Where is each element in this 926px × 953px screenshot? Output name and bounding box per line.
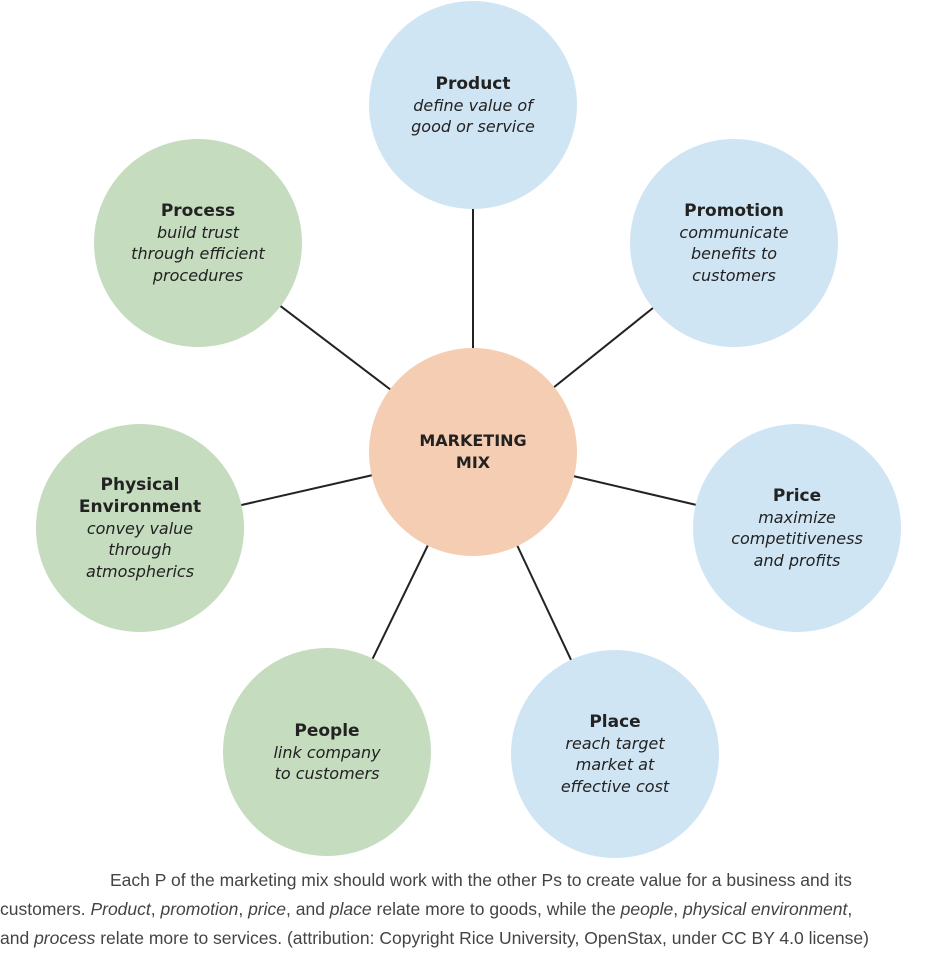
caption-term-product: Product	[90, 899, 151, 919]
connector-process	[279, 304, 392, 391]
caption-text: , and	[286, 899, 330, 919]
node-title: Price	[772, 485, 822, 506]
connector-physical-environment	[240, 473, 373, 507]
caption-text: ,	[238, 899, 249, 919]
center-label: MARKETING MIX	[419, 431, 527, 472]
node-place: Place reach target market at effective c…	[511, 650, 719, 858]
node-title: Product	[435, 73, 511, 94]
node-process: Process build trust through efficient pr…	[94, 139, 302, 347]
caption-text: relate more to services. (attribution: C…	[95, 928, 869, 948]
caption-text: ,	[673, 899, 683, 919]
connector-promotion	[552, 306, 655, 389]
caption-term-price: price	[248, 899, 286, 919]
caption-line-1: Each P of the marketing mix should work …	[0, 866, 926, 895]
marketing-mix-center: MARKETING MIX	[369, 348, 577, 556]
node-title: Promotion	[684, 200, 784, 221]
connector-people	[371, 544, 429, 660]
caption-line-3: and process relate more to services. (at…	[0, 924, 926, 953]
node-people: People link company to customers	[223, 648, 431, 856]
node-description: reach target market at effective cost	[560, 733, 670, 796]
node-promotion: Promotion communicate benefits to custom…	[630, 139, 838, 347]
connector-product	[472, 208, 474, 349]
node-title: Physical Environment	[78, 474, 202, 517]
node-title: Place	[589, 711, 641, 732]
caption-text: ,	[150, 899, 161, 919]
caption-term-promotion: promotion	[160, 899, 239, 919]
connector-place	[515, 544, 573, 662]
marketing-mix-diagram: MARKETING MIX Product define value of go…	[36, 1, 901, 858]
caption-text: ,	[847, 899, 853, 919]
caption-term-place: place	[329, 899, 372, 919]
caption-text: Each P of the marketing mix should work …	[110, 870, 852, 890]
node-description: maximize competitiveness and profits	[731, 507, 863, 570]
node-description: link company to customers	[273, 742, 381, 784]
node-description: build trust through efficient procedures	[131, 222, 265, 285]
node-title: People	[294, 720, 360, 741]
node-description: define value of good or service	[411, 95, 535, 137]
node-product: Product define value of good or service	[369, 1, 577, 209]
caption-text: customers.	[0, 899, 91, 919]
caption-text: relate more to goods, while the	[371, 899, 621, 919]
caption-line-2: customers. Product, promotion, price, an…	[0, 895, 926, 924]
connector-price	[573, 474, 697, 506]
caption-term-physical-environment: physical environment	[682, 899, 848, 919]
node-price: Price maximize competitiveness and profi…	[693, 424, 901, 632]
node-description: convey value through atmospherics	[85, 518, 195, 581]
figure-caption: Each P of the marketing mix should work …	[0, 866, 926, 953]
caption-text: and	[0, 928, 35, 948]
node-description: communicate benefits to customers	[679, 222, 789, 285]
caption-term-people: people	[620, 899, 674, 919]
node-title: Process	[160, 200, 236, 221]
caption-term-process: process	[34, 928, 96, 948]
node-physical-environment: Physical Environment convey value throug…	[36, 424, 244, 632]
